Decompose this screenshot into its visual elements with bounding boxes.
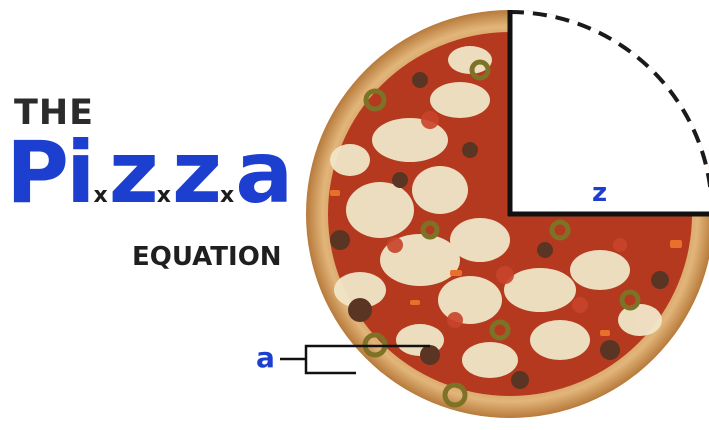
bracket-shape	[304, 344, 356, 375]
thickness-label: a	[256, 341, 275, 374]
title-pi: Pi	[6, 123, 95, 223]
removed-quarter	[510, 10, 709, 214]
title-z1: z	[108, 123, 159, 223]
title-the: THE	[14, 93, 95, 133]
title-equation: EQUATION	[132, 242, 282, 272]
title-pizza-word: Pi x z x z x a	[6, 123, 293, 230]
times-symbol: x	[156, 183, 171, 208]
times-symbol: x	[93, 183, 108, 208]
pizza-toppings	[330, 46, 682, 408]
title-z2: z	[171, 123, 222, 223]
times-symbol: x	[220, 183, 235, 208]
radius-label: z	[592, 178, 608, 208]
pizza-image	[306, 10, 709, 418]
title-a: a	[235, 123, 293, 223]
bracket-indicator	[280, 344, 430, 375]
quarter-circle-diagram	[507, 10, 709, 217]
